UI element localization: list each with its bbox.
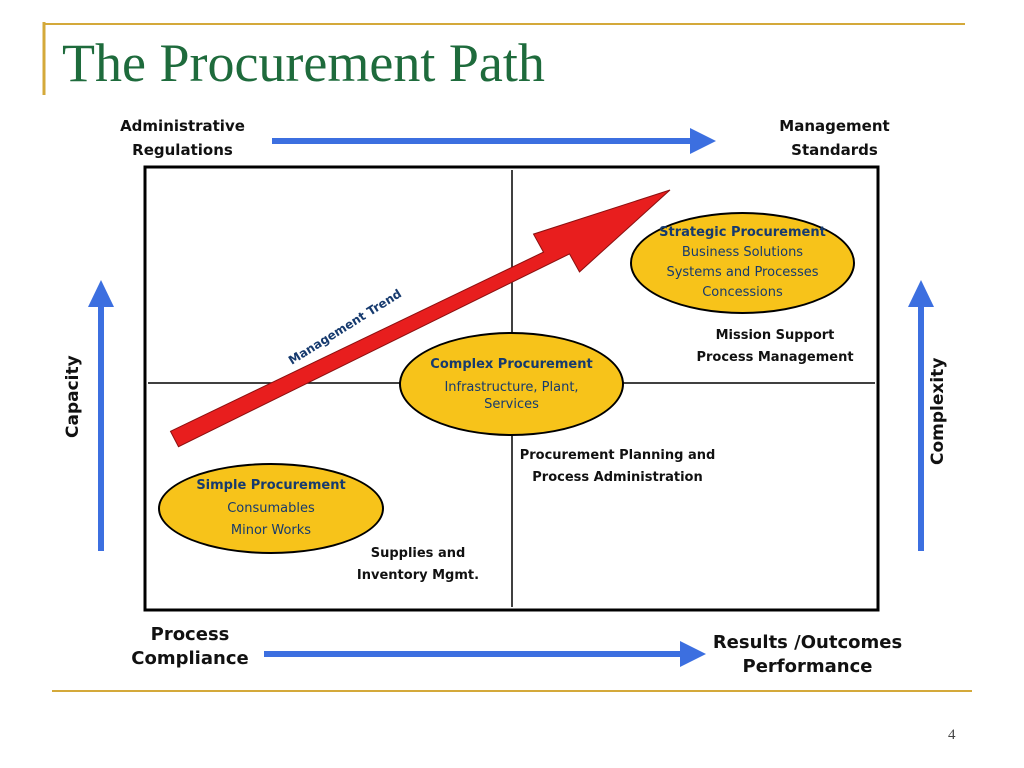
management-trend-arrow [169, 189, 671, 448]
supplies-line-1: Supplies and [370, 546, 466, 561]
capacity-label: Capacity [63, 355, 83, 438]
simple-title: Simple Procurement [196, 477, 346, 493]
supplies-note: Supplies and Inventory Mgmt. [348, 543, 488, 587]
simple-procurement-oval: Simple Procurement Consumables Minor Wor… [158, 463, 384, 554]
strategic-procurement-oval: Strategic Procurement Business Solutions… [630, 212, 855, 314]
quadrant-box [143, 165, 880, 612]
top-left-line-2: Regulations [132, 141, 233, 159]
strategic-line-2: Systems and Processes [666, 265, 819, 280]
mission-support-note: Mission Support Process Management [690, 325, 860, 369]
strategic-title: Strategic Procurement [659, 225, 826, 240]
bottom-left-label: Process Compliance [110, 623, 270, 671]
right-arrow [908, 280, 934, 551]
simple-line-1: Consumables [227, 500, 315, 516]
page-number: 4 [948, 727, 956, 743]
top-arrow [272, 128, 716, 154]
complex-procurement-oval: Complex Procurement Infrastructure, Plan… [399, 332, 624, 436]
strategic-line-3: Concessions [702, 285, 783, 300]
bottom-left-line-1: Process [150, 624, 230, 645]
simple-line-2: Minor Works [230, 522, 312, 538]
top-left-line-1: Administrative [120, 117, 245, 135]
complex-line-1: Infrastructure, Plant, [444, 380, 579, 395]
planning-note: Procurement Planning and Process Adminis… [510, 445, 725, 489]
mission-line-2: Process Management [696, 350, 854, 365]
top-right-line-1: Management [779, 117, 890, 135]
slide-title: The Procurement Path [62, 33, 545, 93]
complexity-label: Complexity [928, 357, 948, 465]
supplies-line-2: Inventory Mgmt. [356, 568, 480, 583]
top-right-label: Management Standards [752, 114, 917, 162]
top-left-label: Administrative Regulations [100, 114, 265, 162]
planning-line-1: Procurement Planning and [519, 448, 716, 463]
strategic-line-1: Business Solutions [681, 245, 804, 260]
bottom-right-line-1: Results /Outcomes [712, 632, 903, 653]
complex-title: Complex Procurement [430, 357, 593, 372]
top-right-line-2: Standards [791, 141, 878, 159]
mission-line-1: Mission Support [715, 328, 835, 343]
bottom-arrow [264, 641, 706, 667]
bottom-right-line-2: Performance [742, 656, 873, 677]
bottom-left-line-2: Compliance [131, 648, 249, 669]
planning-line-2: Process Administration [532, 470, 703, 485]
bottom-right-label: Results /Outcomes Performance [700, 631, 915, 679]
complex-line-2: Services [484, 397, 539, 412]
left-arrow [88, 280, 114, 551]
